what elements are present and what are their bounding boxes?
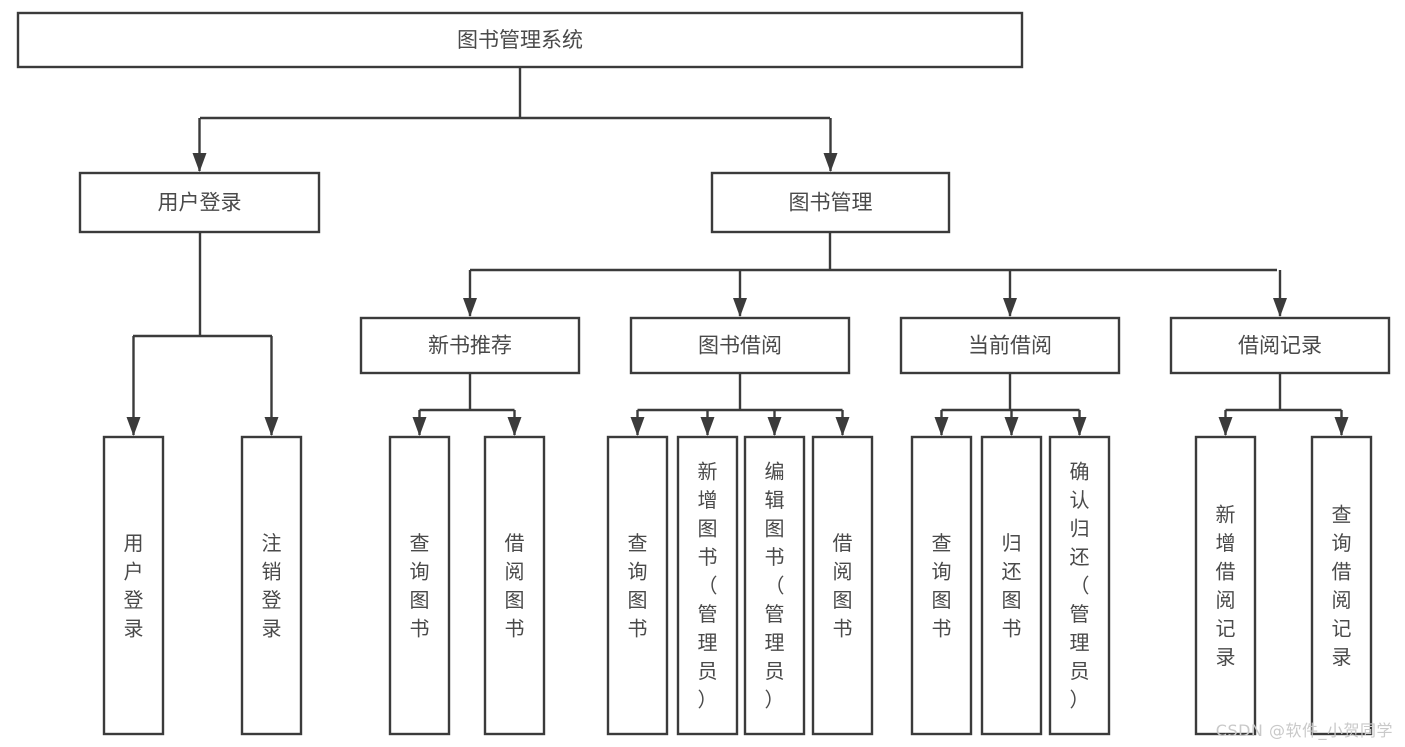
level3-0[interactable]: 新书推荐 bbox=[359, 316, 581, 375]
leaf-node-1[interactable]: 注销登录 bbox=[240, 435, 303, 736]
leaf-node-12[interactable]: 查询借阅记录 bbox=[1310, 435, 1373, 736]
leaf-box[interactable] bbox=[240, 435, 303, 736]
arrow-head-icon bbox=[823, 153, 838, 172]
level3-label: 新书推荐 bbox=[428, 334, 512, 358]
root-box[interactable] bbox=[16, 11, 1024, 69]
arrow-head-icon bbox=[835, 417, 850, 436]
root-0[interactable]: 图书管理系统 bbox=[16, 11, 1024, 69]
level2-label: 用户登录 bbox=[158, 191, 242, 215]
level3-1[interactable]: 图书借阅 bbox=[629, 316, 851, 375]
arrow-head-icon bbox=[507, 417, 522, 436]
leaf-box[interactable] bbox=[1048, 435, 1111, 736]
leaf-node-7[interactable]: 借阅图书 bbox=[811, 435, 874, 736]
leaf-label: 新增借阅记录 bbox=[1216, 502, 1236, 669]
leaf-label: 编辑图书（管理员） bbox=[765, 460, 785, 712]
leaf-box[interactable] bbox=[388, 435, 451, 736]
arrow-head-icon bbox=[767, 417, 782, 436]
level2-box[interactable] bbox=[78, 171, 321, 234]
level3-label: 图书借阅 bbox=[698, 334, 782, 358]
leaf-box[interactable] bbox=[811, 435, 874, 736]
leaf-label: 确认归还（管理员） bbox=[1070, 460, 1090, 712]
leaf-node-9[interactable]: 归还图书 bbox=[980, 435, 1043, 736]
arrow-head-icon bbox=[192, 153, 207, 172]
leaf-node-11[interactable]: 新增借阅记录 bbox=[1194, 435, 1257, 736]
leaf-node-4[interactable]: 查询图书 bbox=[606, 435, 669, 736]
arrow-head-icon bbox=[1003, 298, 1017, 317]
leaf-box[interactable] bbox=[1194, 435, 1257, 736]
leaf-label: 借阅图书 bbox=[833, 531, 853, 641]
leaf-box[interactable] bbox=[1310, 435, 1373, 736]
leaf-box[interactable] bbox=[910, 435, 973, 736]
arrow-head-icon bbox=[630, 417, 645, 436]
leaf-label: 归还图书 bbox=[1002, 531, 1022, 641]
leaf-box[interactable] bbox=[483, 435, 546, 736]
arrow-head-icon bbox=[1334, 417, 1349, 436]
leaf-box[interactable] bbox=[606, 435, 669, 736]
connector-layer bbox=[126, 67, 1349, 436]
leaf-node-2[interactable]: 查询图书 bbox=[388, 435, 451, 736]
leaf-node-3[interactable]: 借阅图书 bbox=[483, 435, 546, 736]
leaf-box[interactable] bbox=[980, 435, 1043, 736]
arrow-head-icon bbox=[1072, 417, 1087, 436]
level2-1[interactable]: 图书管理 bbox=[710, 171, 951, 234]
leaf-box[interactable] bbox=[102, 435, 165, 736]
leaf-label: 查询借阅记录 bbox=[1332, 502, 1352, 669]
arrow-head-icon bbox=[126, 417, 141, 436]
arrow-head-icon bbox=[463, 298, 477, 317]
leaf-label: 新增图书（管理员） bbox=[698, 460, 718, 712]
leaf-node-10[interactable]: 确认归还（管理员） bbox=[1048, 435, 1111, 736]
level3-box[interactable] bbox=[629, 316, 851, 375]
leaf-box[interactable] bbox=[743, 435, 806, 736]
root-label: 图书管理系统 bbox=[457, 28, 583, 52]
csdn-watermark: CSDN @软件_小贺同学 bbox=[1215, 721, 1393, 740]
leaf-node-8[interactable]: 查询图书 bbox=[910, 435, 973, 736]
leaf-box[interactable] bbox=[676, 435, 739, 736]
level3-3[interactable]: 借阅记录 bbox=[1169, 316, 1391, 375]
arrow-head-icon bbox=[1218, 417, 1233, 436]
level3-label: 借阅记录 bbox=[1238, 334, 1322, 358]
leaf-node-6[interactable]: 编辑图书（管理员） bbox=[743, 435, 806, 736]
arrow-head-icon bbox=[412, 417, 427, 436]
leaf-label: 注销登录 bbox=[262, 531, 282, 641]
level2-label: 图书管理 bbox=[789, 191, 873, 215]
leaf-label: 查询图书 bbox=[410, 531, 430, 641]
leaf-node-5[interactable]: 新增图书（管理员） bbox=[676, 435, 739, 736]
level3-box[interactable] bbox=[899, 316, 1121, 375]
arrow-head-icon bbox=[1273, 298, 1287, 317]
leaf-label: 查询图书 bbox=[932, 531, 952, 641]
level2-box[interactable] bbox=[710, 171, 951, 234]
level3-box[interactable] bbox=[1169, 316, 1391, 375]
leaf-label: 借阅图书 bbox=[505, 531, 525, 641]
leaf-label: 查询图书 bbox=[628, 531, 648, 641]
level2-0[interactable]: 用户登录 bbox=[78, 171, 321, 234]
arrow-head-icon bbox=[934, 417, 949, 436]
leaf-label: 用户登录 bbox=[124, 531, 144, 641]
arrow-head-icon bbox=[700, 417, 715, 436]
level3-box[interactable] bbox=[359, 316, 581, 375]
leaf-node-0[interactable]: 用户登录 bbox=[102, 435, 165, 736]
arrow-head-icon bbox=[264, 417, 279, 436]
node-layer: 图书管理系统用户登录图书管理新书推荐图书借阅当前借阅借阅记录用户登录注销登录查询… bbox=[16, 11, 1391, 736]
arrow-head-icon bbox=[1004, 417, 1019, 436]
arrow-head-icon bbox=[733, 298, 747, 317]
level3-label: 当前借阅 bbox=[968, 334, 1052, 358]
level3-2[interactable]: 当前借阅 bbox=[899, 316, 1121, 375]
